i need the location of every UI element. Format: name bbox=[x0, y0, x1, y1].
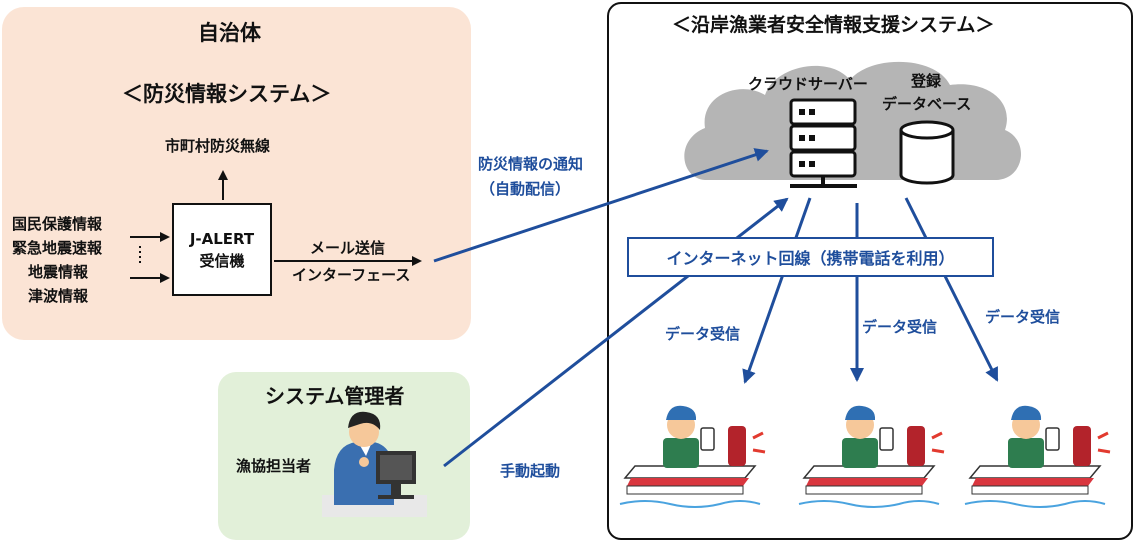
jalert-label: J-ALERT bbox=[189, 229, 255, 248]
mail-send-label: メール送信 bbox=[310, 239, 386, 257]
coastal-system-title: ＜沿岸漁業者安全情報支援システム＞ bbox=[672, 14, 995, 36]
auto-delivery-label: （自動配信） bbox=[480, 180, 571, 198]
admin-person-illustration bbox=[322, 411, 427, 517]
jalert-receiver-box: J-ALERT 受信機 bbox=[172, 203, 272, 296]
internet-line-box: インターネット回線（携帯電話を利用） bbox=[627, 237, 994, 277]
database-label: データベース bbox=[882, 95, 972, 113]
system-admin-title: システム管理者 bbox=[265, 384, 405, 408]
interface-label: インターフェース bbox=[292, 266, 411, 284]
data-receive-label-3: データ受信 bbox=[985, 308, 1061, 326]
registration-label: 登録 bbox=[911, 72, 942, 90]
server-icon bbox=[789, 98, 857, 188]
database-icon bbox=[899, 120, 955, 185]
municipal-radio-label: 市町村防災無線 bbox=[165, 137, 271, 155]
fishery-coop-staff-label: 漁協担当者 bbox=[236, 457, 312, 475]
internet-line-label: インターネット回線（携帯電話を利用） bbox=[666, 249, 955, 268]
municipality-title: 自治体 bbox=[198, 21, 261, 45]
notification-label: 防災情報の通知 bbox=[478, 155, 584, 173]
data-receive-label-1: データ受信 bbox=[665, 325, 741, 343]
fisherman-boat-1 bbox=[619, 405, 766, 508]
cloud-server-label: クラウドサーバー bbox=[748, 75, 868, 93]
input-tsunami: 津波情報 bbox=[28, 287, 89, 305]
input-eew: 緊急地震速報 bbox=[12, 239, 103, 257]
fisherman-boat-3 bbox=[964, 405, 1111, 508]
manual-trigger-label: 手動起動 bbox=[500, 462, 561, 480]
input-earthquake: 地震情報 bbox=[28, 263, 89, 281]
data-receive-label-2: データ受信 bbox=[862, 318, 938, 336]
fisherman-boat-2 bbox=[798, 405, 945, 508]
input-civil-protection: 国民保護情報 bbox=[12, 215, 103, 233]
receive-arrow-1 bbox=[742, 197, 812, 384]
receiver-label: 受信機 bbox=[199, 251, 245, 270]
receive-arrow-3 bbox=[904, 197, 999, 382]
notification-arrow bbox=[433, 148, 769, 263]
disaster-system-title: ＜防災情報システム＞ bbox=[122, 82, 332, 106]
